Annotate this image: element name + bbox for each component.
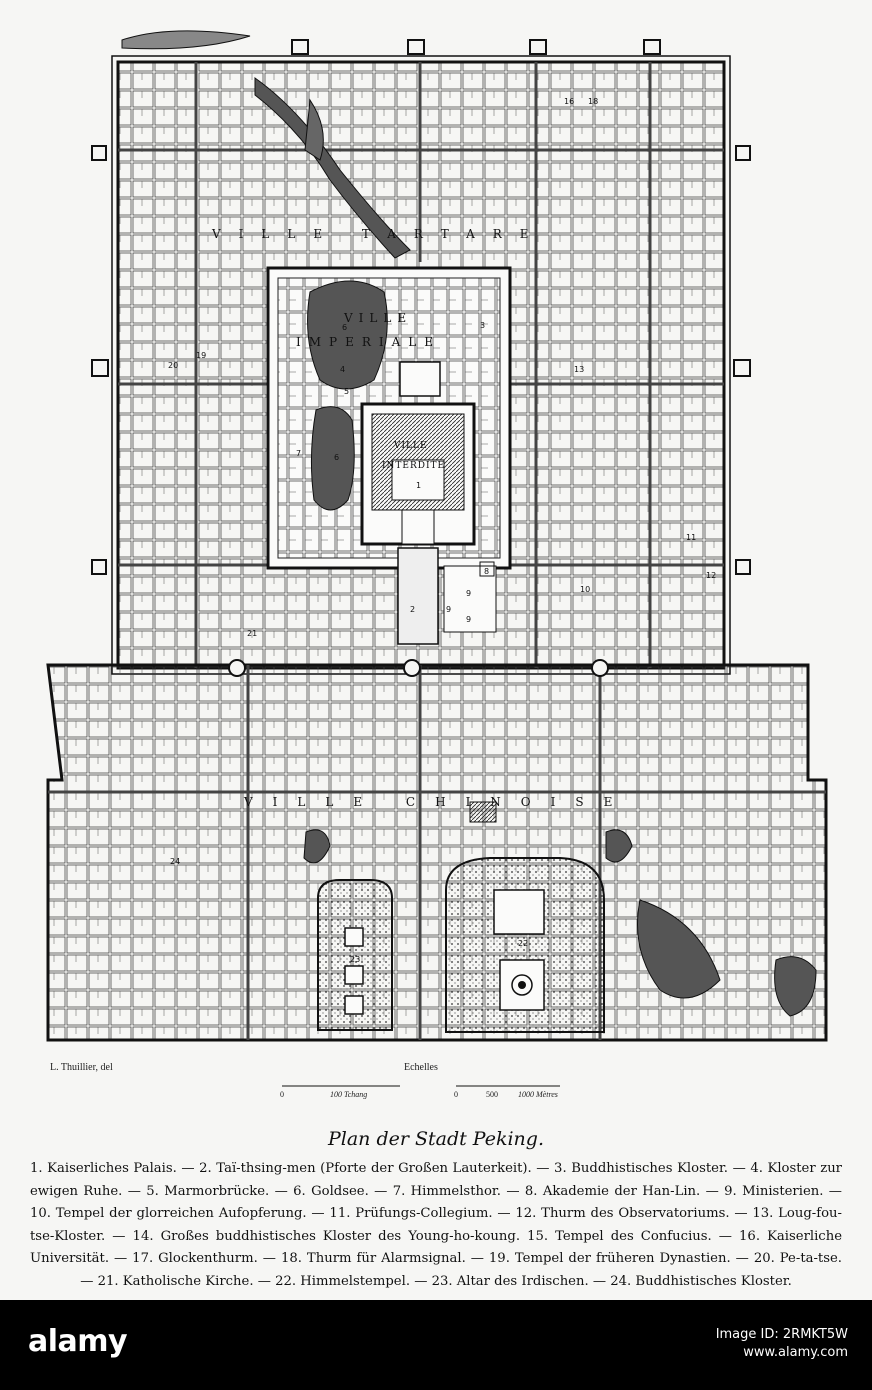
peking-map: VILLE TARTARE VILLE IMPERIALE VILLE INTE… (46, 30, 828, 1042)
map-marker-number: 13 (574, 365, 584, 374)
map-plate: VILLE TARTARE VILLE IMPERIALE VILLE INTE… (0, 0, 872, 1300)
scale-mid-2: 500 (486, 1090, 498, 1099)
map-marker-number: 22 (518, 939, 528, 948)
map-marker-number: 7 (296, 449, 301, 458)
label-ville-imperiale-1: VILLE (343, 311, 412, 325)
map-marker-number: 16 (564, 97, 574, 106)
scale-heading: Echelles (404, 1062, 438, 1073)
map-marker-number: 23 (350, 955, 360, 964)
map-marker-number: 10 (580, 585, 590, 594)
map-marker-number: 6 (334, 453, 339, 462)
map-marker-number: 19 (196, 351, 206, 360)
label-ville-interdite-2: INTERDITE (382, 461, 445, 471)
map-marker-number: 4 (340, 365, 345, 374)
map-marker-number: 20 (168, 361, 178, 370)
scale-unit-2: 1000 Mètres (518, 1090, 558, 1099)
watermark-banner (0, 1300, 872, 1390)
map-marker-number: 8 (484, 567, 489, 576)
site-url: www.alamy.com (743, 1345, 848, 1360)
ville-chinoise (46, 659, 828, 1042)
scale-zero-1: 0 (280, 1090, 284, 1099)
scale-unit-1: 100 Tchang (330, 1090, 368, 1099)
image-id-label: Image ID: 2RMKT5W (715, 1327, 848, 1342)
alamy-logo: alamy (28, 1324, 128, 1359)
map-marker-number: 11 (686, 533, 696, 542)
map-marker-number: 9 (466, 615, 471, 624)
scale-zero-2: 0 (454, 1090, 458, 1099)
scale-bars: 0 100 Tchang 0 500 1000 Mètres (270, 1082, 570, 1122)
map-marker-number: 12 (706, 571, 716, 580)
plan-title: Plan der Stadt Peking. (327, 1128, 544, 1150)
map-marker-number: 2 (410, 605, 415, 614)
image-id-block: Image ID: 2RMKT5W www.alamy.com (716, 1326, 848, 1362)
map-marker-number: 3 (480, 321, 485, 330)
label-ville-interdite-1: VILLE (393, 441, 428, 451)
draftsman-credit: L. Thuillier, del (50, 1062, 113, 1073)
map-marker-number: 5 (344, 387, 349, 396)
scale-bar-graphic (282, 1085, 560, 1087)
map-marker-number: 1 (416, 481, 421, 490)
map-marker-number: 24 (170, 857, 180, 866)
label-ville-chinoise: VILLE CHINOISE (243, 795, 632, 809)
label-ville-tartare: VILLE TARTARE (211, 227, 547, 241)
map-marker-number: 6 (342, 323, 347, 332)
ville-interdite (360, 402, 497, 645)
map-marker-number: 9 (466, 589, 471, 598)
map-marker-number: 18 (588, 97, 598, 106)
map-marker-number: 21 (247, 629, 257, 638)
map-marker-number: 9 (446, 605, 451, 614)
map-legend: 1. Kaiserliches Palais. — 2. Taï-thsing-… (30, 1161, 842, 1289)
label-ville-imperiale-2: IMPERIALE (296, 335, 441, 349)
